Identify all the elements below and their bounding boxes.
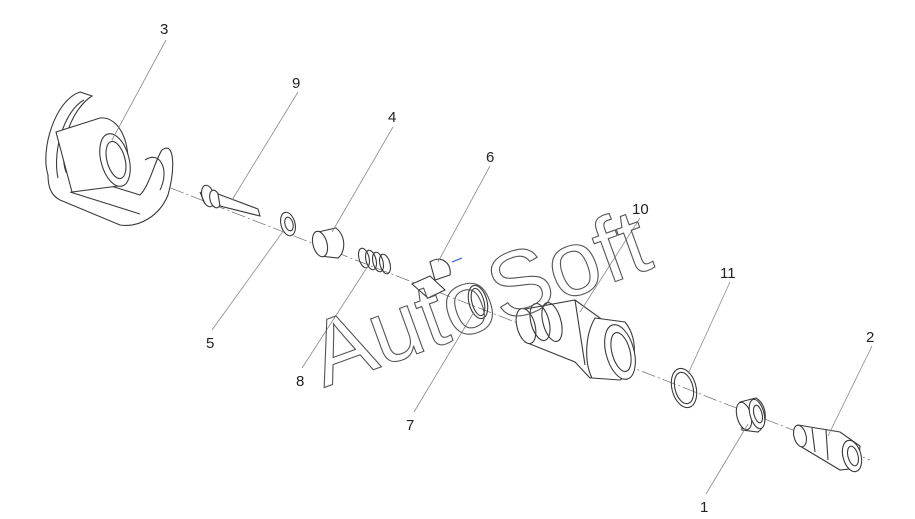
part-8-spring — [357, 247, 392, 275]
callout-2: 2 — [866, 329, 874, 346]
leader-4 — [331, 126, 394, 233]
leader-11 — [687, 281, 731, 375]
leader-10 — [579, 217, 641, 313]
part-11-o-ring — [670, 367, 698, 409]
callout-3: 3 — [160, 21, 168, 38]
callout-11: 11 — [720, 265, 736, 282]
leader-3 — [111, 39, 167, 141]
callout-6: 6 — [486, 149, 494, 166]
part-1-bushing — [735, 397, 766, 433]
callout-4: 4 — [388, 109, 396, 126]
leader-1 — [705, 423, 749, 495]
leader-6 — [437, 165, 491, 263]
callout-1: 1 — [700, 499, 708, 516]
part-7-snap-ring — [467, 284, 489, 320]
callout-9: 9 — [292, 75, 300, 92]
leader-8 — [301, 265, 369, 369]
callout-8: 8 — [296, 373, 304, 390]
callout-5: 5 — [206, 335, 214, 352]
part-5-washer — [280, 211, 296, 237]
callout-7: 7 — [406, 417, 414, 434]
part-6-valve-plate — [410, 257, 463, 299]
part-4-sleeve — [311, 227, 345, 259]
part-3-handle-bracket — [45, 91, 174, 226]
leader-5 — [211, 229, 285, 331]
part-10-coupling-body — [515, 299, 636, 381]
leader-7 — [413, 311, 475, 413]
part-9-stem-pin — [199, 184, 261, 217]
part-2-nipple-fitting — [792, 424, 863, 473]
leader-2 — [827, 345, 873, 437]
callout-10: 10 — [632, 201, 649, 218]
leader-9 — [231, 91, 299, 201]
